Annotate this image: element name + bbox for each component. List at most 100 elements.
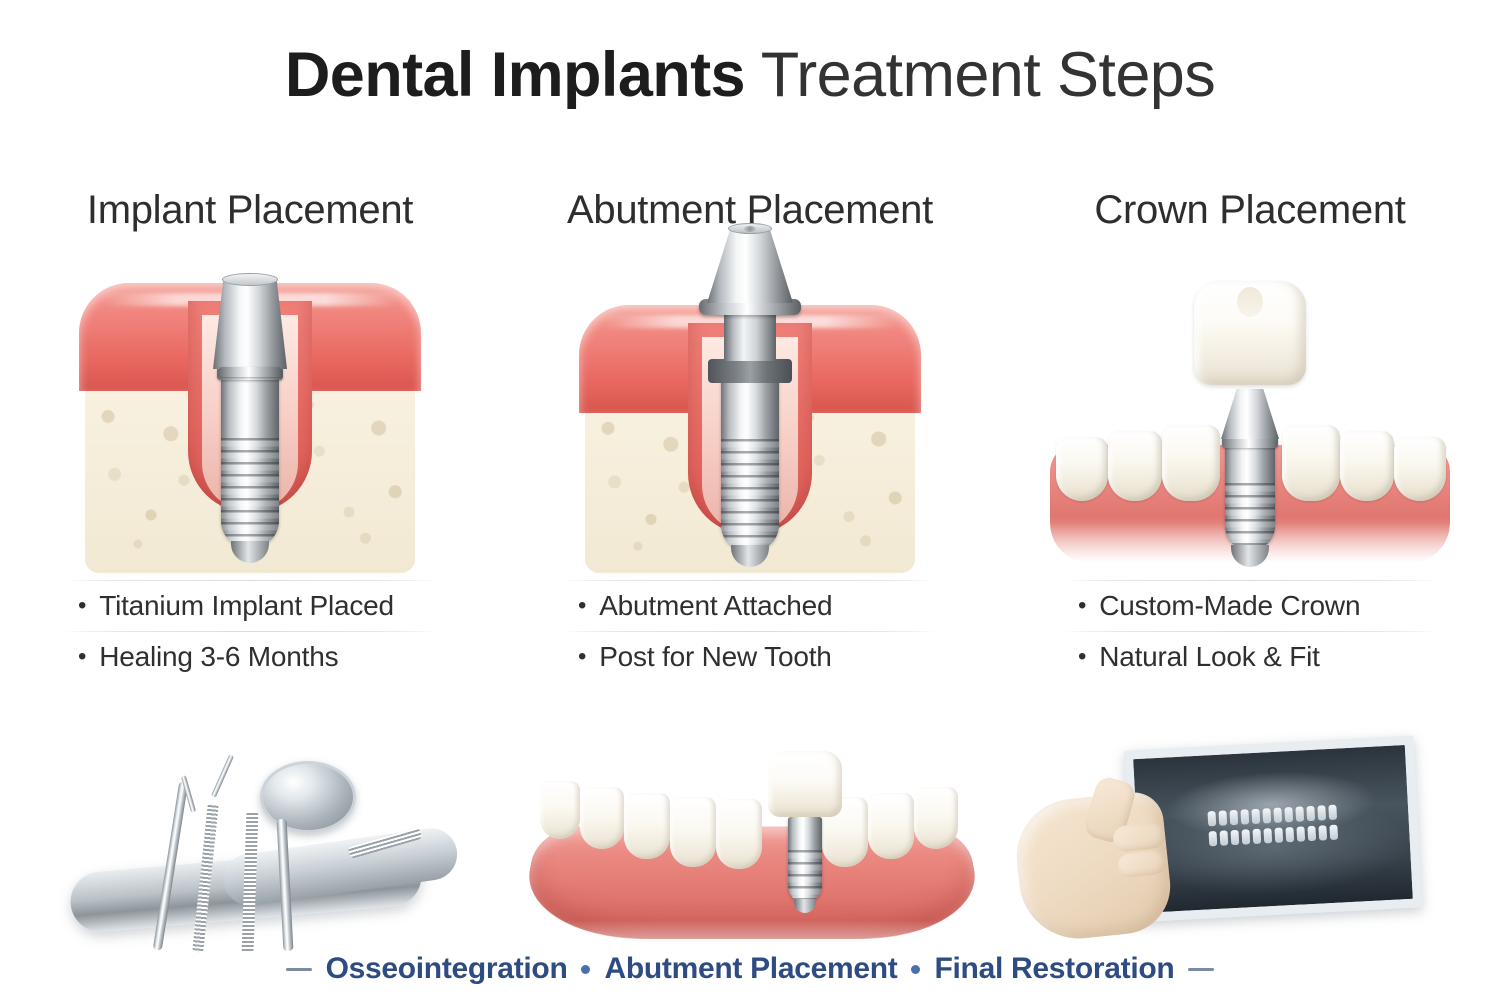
title-bold-part: Dental Implants [284,40,746,110]
xray-tooth [1218,810,1228,826]
model-implant-screw [788,817,822,913]
title-light-part: Treatment Steps [760,40,1216,110]
model-tooth [624,793,670,859]
bullet-item: • Custom-Made Crown [1060,581,1440,631]
bullet-marker: • [578,592,587,619]
xray-tooth [1317,805,1327,821]
jaw-model-illustration [517,749,987,939]
xray-tooth [1329,824,1339,841]
xray-tooth [1219,830,1229,846]
footer-keywords: Osseointegration Abutment Placement Fina… [0,952,1500,986]
panoramic-xray-image [1133,744,1413,914]
xray-tooth [1318,825,1328,841]
steps-row: Implant Placement [0,188,1500,708]
bullet-text: Post for New Tooth [599,641,832,672]
adjacent-tooth [1108,431,1162,501]
scaler-knurled-handle-icon [241,810,259,954]
bullet-item: • Titanium Implant Placed [60,581,440,631]
step-column-implant-placement: Implant Placement [0,188,500,708]
bullet-text: Titanium Implant Placed [99,590,394,621]
bullet-marker: • [1078,592,1087,619]
bullet-text: Abutment Attached [599,590,833,621]
abutment-cone-2 [707,229,793,303]
xray-tooth [1274,827,1284,843]
bullet-item: • Post for New Tooth [560,632,940,682]
footer-item-final-restoration: Final Restoration [934,952,1175,985]
xray-tooth [1306,805,1316,822]
implant-tip-1 [231,541,269,563]
separator-line [560,580,940,581]
footer-right-dash-icon [1188,967,1215,971]
gloved-hand-icon [1011,774,1175,945]
photo-xray-in-gloved-hand [1000,735,1500,960]
bullets-column-3: • Custom-Made Crown • Natural Look & Fit [1000,580,1500,682]
model-tooth [716,799,762,869]
model-tooth [670,797,716,867]
page-title: Dental Implants Treatment Steps [0,42,1500,108]
bullets-column-2: • Abutment Attached • Post for New Tooth [500,580,1000,682]
step-heading-1: Implant Placement [86,188,414,232]
footer-separator-dot-icon [581,964,591,974]
bullet-marker: • [78,592,87,619]
bullet-text: Natural Look & Fit [1099,641,1320,672]
bullet-marker: • [1078,643,1087,670]
xray-tooth [1229,809,1239,826]
xray-tooth [1284,806,1294,823]
bullet-marker: • [78,643,87,670]
dental-instruments-illustration [48,741,468,954]
titanium-implant-screw-1 [221,371,279,563]
xray-tooth [1307,825,1317,842]
model-tooth [540,781,580,839]
titanium-implant-screw-3 [1225,441,1275,567]
bullet-marker: • [578,643,587,670]
footer-item-osseointegration: Osseointegration [325,952,568,985]
step-heading-3: Crown Placement [1094,188,1406,232]
illustration-crown-placement [1000,253,1500,583]
xray-tooth [1262,808,1272,824]
model-implant-tip [794,899,816,913]
illustration-implant-placement [0,253,500,583]
footer-item-abutment-placement: Abutment Placement [604,952,898,985]
dental-mirror-icon [260,761,356,833]
bottom-photo-row [0,735,1500,960]
healing-cap-base-1 [219,367,281,377]
bullet-item: • Natural Look & Fit [1060,632,1440,682]
adjacent-tooth [1394,437,1446,501]
glove-finger-icon [1116,849,1168,879]
implant-threads-2 [721,439,779,551]
bullet-text: Healing 3-6 Months [99,641,339,672]
bone-gum-cross-section-1 [79,273,421,573]
bullet-item: • Healing 3-6 Months [60,632,440,682]
adjacent-tooth [1162,425,1220,501]
xray-tooth [1207,810,1217,827]
abutment-flange-2 [699,299,801,315]
model-floating-crown [768,751,842,817]
step-column-crown-placement: Crown Placement [1000,188,1500,708]
model-tooth [914,787,958,849]
glove-finger-icon [1111,821,1167,853]
abutment-post-2 [724,315,776,361]
implant-tip-3 [1231,545,1269,567]
xray-illustration [1010,735,1490,955]
model-tooth [580,787,624,849]
xray-tooth [1252,828,1262,845]
jaw-with-crown-3 [1050,281,1450,567]
separator-line [1060,631,1440,632]
xray-tooth [1230,829,1240,846]
implant-threads-1 [221,437,279,547]
xray-tooth [1296,826,1306,842]
bone-gum-cross-section-2 [579,223,921,573]
adjacent-tooth [1340,431,1394,501]
implant-threads-3 [1225,482,1275,551]
separator-line [60,631,440,632]
bullet-item: • Abutment Attached [560,581,940,631]
xray-tooth [1240,809,1250,825]
xray-tooth [1273,807,1283,823]
separator-line [1060,580,1440,581]
custom-crown-3 [1194,281,1306,385]
adjacent-tooth [1282,425,1340,501]
footer-left-dash-icon [285,967,312,971]
healing-cap-1 [213,279,287,369]
photo-jaw-model-with-implant [500,735,1000,960]
